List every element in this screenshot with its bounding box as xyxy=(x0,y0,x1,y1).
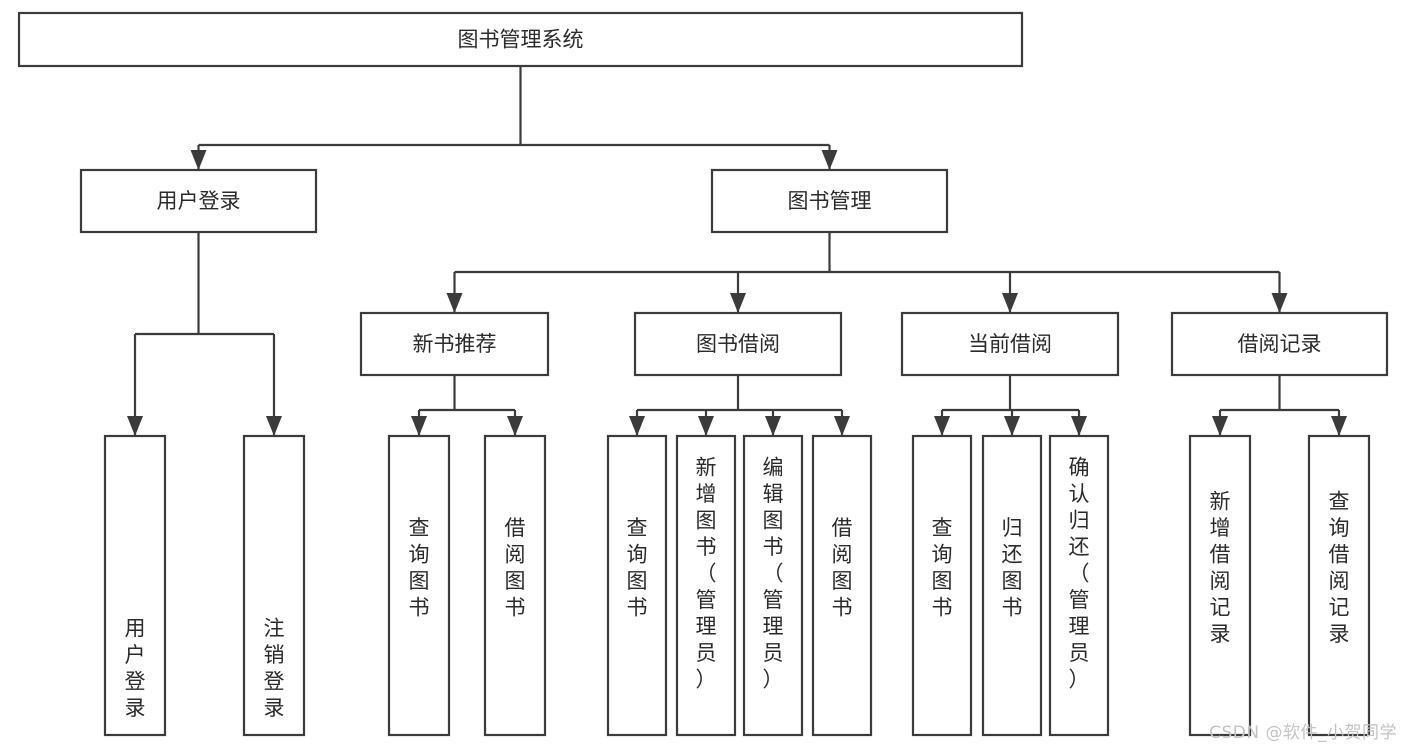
edge-group-borrow-record xyxy=(1212,375,1347,436)
node-label: 确认归还（管理员） xyxy=(1069,456,1090,692)
node-label: 编辑图书（管理员） xyxy=(763,456,784,692)
arrow-head-icon xyxy=(190,150,207,170)
node-label: 借阅图书 xyxy=(832,516,853,620)
arrow-head-icon xyxy=(698,416,714,436)
node-box xyxy=(1188,434,1252,737)
node-leaf-confirm-return[interactable]: 确认归还（管理员） xyxy=(1048,434,1110,737)
node-box xyxy=(103,434,167,737)
arrow-head-icon xyxy=(1331,416,1347,436)
node-box xyxy=(1170,311,1389,377)
node-box xyxy=(79,168,318,234)
node-label: 新书推荐 xyxy=(413,332,497,356)
node-box xyxy=(606,434,668,737)
arrow-head-icon xyxy=(1004,416,1020,436)
node-label: 图书管理 xyxy=(788,189,872,213)
arrow-head-icon xyxy=(934,416,950,436)
node-box xyxy=(710,168,949,234)
node-label: 借阅图书 xyxy=(505,516,526,620)
node-box xyxy=(483,434,547,737)
node-box xyxy=(981,434,1043,737)
node-leaf-edit-book[interactable]: 编辑图书（管理员） xyxy=(742,434,804,737)
arrow-head-icon xyxy=(266,416,282,436)
node-book-borrow[interactable]: 图书借阅 xyxy=(633,311,843,377)
node-label: 图书借阅 xyxy=(696,332,780,356)
node-box xyxy=(1048,434,1110,737)
node-box xyxy=(742,434,804,737)
arrow-head-icon xyxy=(765,416,781,436)
node-box xyxy=(633,311,843,377)
node-box xyxy=(675,434,737,737)
arrow-head-icon xyxy=(446,293,463,313)
node-box xyxy=(911,434,973,737)
edge-group-current-borrow xyxy=(934,375,1087,436)
node-leaf-add-record[interactable]: 新增借阅记录 xyxy=(1188,434,1252,737)
node-label: 注销登录 xyxy=(264,617,285,721)
node-label: 用户登录 xyxy=(125,617,146,721)
node-book-manage[interactable]: 图书管理 xyxy=(710,168,949,234)
node-label: 新增图书（管理员） xyxy=(696,456,717,692)
node-leaf-user-login[interactable]: 用户登录 xyxy=(103,434,167,737)
edge-group-book-manage xyxy=(446,232,1288,313)
node-new-book-recommend[interactable]: 新书推荐 xyxy=(359,311,550,377)
node-box xyxy=(811,434,873,737)
node-label: 借阅记录 xyxy=(1238,332,1322,356)
node-label: 查询图书 xyxy=(627,516,648,620)
arrow-head-icon xyxy=(411,416,427,436)
node-box xyxy=(242,434,306,737)
connector-layer xyxy=(127,66,1347,436)
node-box xyxy=(1307,434,1371,737)
node-leaf-query-book-2[interactable]: 查询图书 xyxy=(606,434,668,737)
node-label: 当前借阅 xyxy=(968,332,1052,356)
arrow-head-icon xyxy=(1212,416,1228,436)
node-label: 新增借阅记录 xyxy=(1210,490,1231,646)
node-leaf-query-book-1[interactable]: 查询图书 xyxy=(387,434,451,737)
node-label: 归还图书 xyxy=(1002,516,1023,620)
node-leaf-return-book[interactable]: 归还图书 xyxy=(981,434,1043,737)
arrow-head-icon xyxy=(1002,293,1018,313)
arrow-head-icon xyxy=(127,416,143,436)
node-leaf-query-record[interactable]: 查询借阅记录 xyxy=(1307,434,1371,737)
node-label: 查询图书 xyxy=(409,516,430,620)
node-user-login[interactable]: 用户登录 xyxy=(79,168,318,234)
edge-group-root xyxy=(190,66,838,170)
node-box xyxy=(900,311,1120,377)
arrow-head-icon xyxy=(1271,293,1288,313)
node-box xyxy=(359,311,550,377)
node-label: 查询图书 xyxy=(932,516,953,620)
arrow-head-icon xyxy=(834,416,850,436)
node-label: 图书管理系统 xyxy=(458,28,584,52)
node-box xyxy=(387,434,451,737)
node-label: 用户登录 xyxy=(157,189,241,213)
edge-group-new-book-recommend xyxy=(411,375,523,436)
edge-group-user-login xyxy=(127,232,282,436)
node-leaf-borrow-book-2[interactable]: 借阅图书 xyxy=(811,434,873,737)
node-leaf-borrow-book-1[interactable]: 借阅图书 xyxy=(483,434,547,737)
node-leaf-query-book-3[interactable]: 查询图书 xyxy=(911,434,973,737)
node-borrow-record[interactable]: 借阅记录 xyxy=(1170,311,1389,377)
node-current-borrow[interactable]: 当前借阅 xyxy=(900,311,1120,377)
arrow-head-icon xyxy=(507,416,523,436)
arrow-head-icon xyxy=(629,416,645,436)
arrow-head-icon xyxy=(821,150,838,170)
node-leaf-add-book[interactable]: 新增图书（管理员） xyxy=(675,434,737,737)
edge-group-book-borrow xyxy=(629,375,850,436)
node-root[interactable]: 图书管理系统 xyxy=(17,11,1024,68)
arrow-head-icon xyxy=(1071,416,1087,436)
arrow-head-icon xyxy=(730,293,746,313)
node-leaf-logout[interactable]: 注销登录 xyxy=(242,434,306,737)
node-box xyxy=(17,11,1024,68)
node-layer: 图书管理系统用户登录图书管理新书推荐图书借阅当前借阅借阅记录用户登录注销登录查询… xyxy=(17,11,1389,737)
node-label: 查询借阅记录 xyxy=(1329,490,1350,646)
